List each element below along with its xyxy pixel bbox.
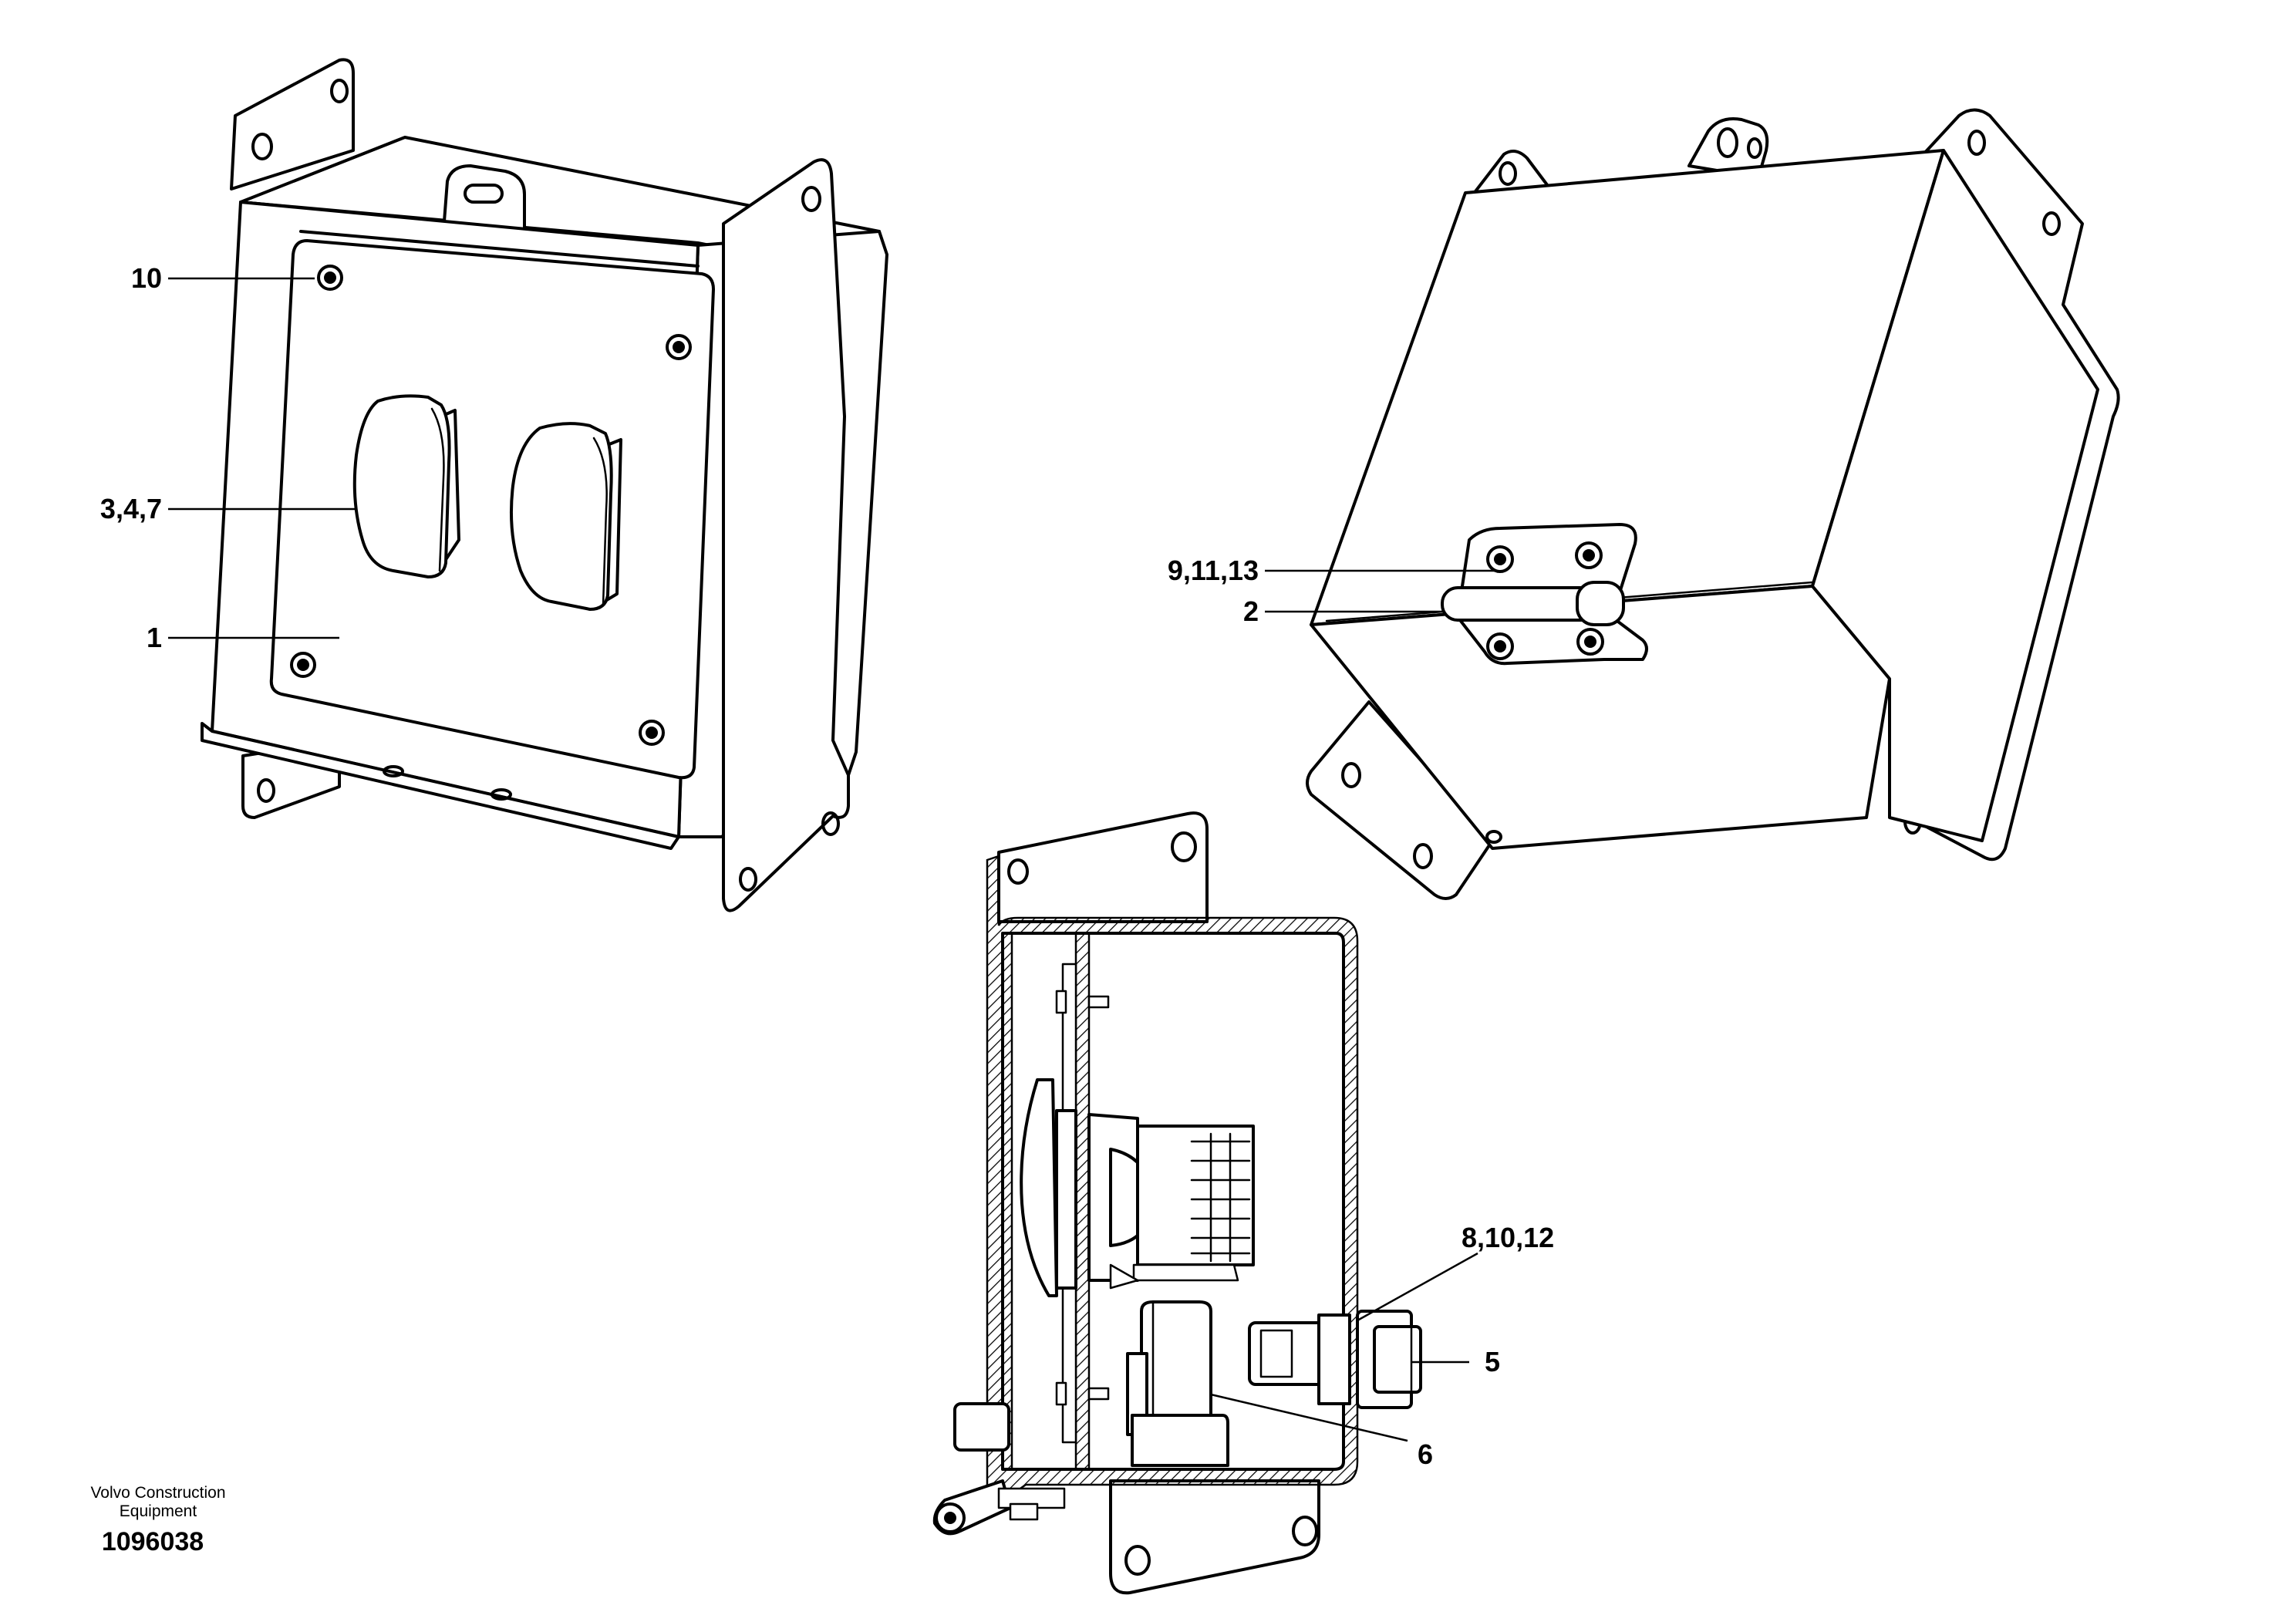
callout-10: 10 [131,262,162,294]
callout-9-11-13: 9,11,13 [1168,555,1259,586]
connector [1248,1310,1422,1409]
callout-2: 2 [1243,595,1259,627]
hinge-bracket [1441,523,1648,666]
callout-3-4-7: 3,4,7 [100,493,162,524]
rear-view-switch-box [1306,108,2120,900]
rocker-switch-left [352,394,460,578]
callout-labels: 10 3,4,7 1 9,11,13 2 8,10,12 5 6 [100,262,1554,1470]
section-view-switch-box [932,811,1422,1595]
callout-8-10-12: 8,10,12 [1462,1222,1554,1253]
switch-section [1020,1078,1255,1297]
company-name-line2: Equipment [120,1502,197,1520]
callout-1: 1 [147,622,162,653]
screw [290,265,692,746]
latch [932,1402,1066,1536]
front-view-switch-box [201,58,888,912]
drawing-number: 1096038 [102,1527,204,1556]
relay [1126,1300,1229,1467]
rocker-switch-right [509,422,622,611]
callout-5: 5 [1485,1346,1500,1378]
callout-6: 6 [1418,1438,1433,1470]
leader-lines [168,277,1495,1442]
company-name-line1: Volvo Construction [90,1484,225,1502]
footer: Volvo Construction Equipment 1096038 [90,1484,225,1556]
